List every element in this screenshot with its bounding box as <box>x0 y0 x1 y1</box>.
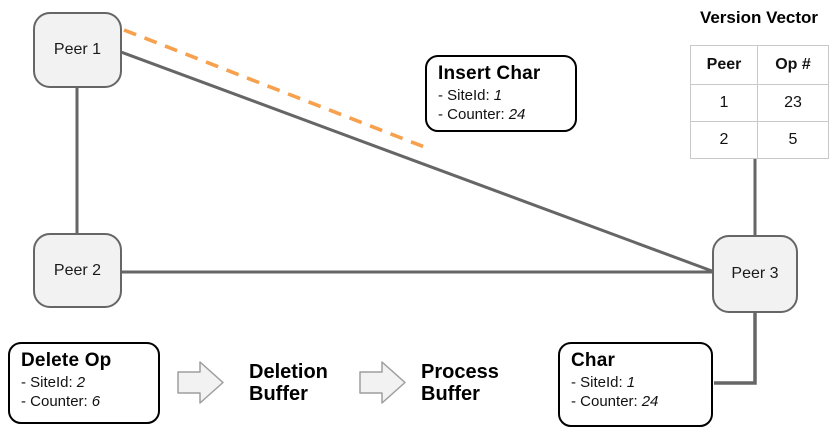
version-vector-table: Peer Op # 1 23 2 5 <box>690 45 829 159</box>
char-title: Char <box>571 350 616 371</box>
peer-1-node: Peer 1 <box>33 12 122 88</box>
table-header-row: Peer Op # <box>690 45 829 85</box>
field-name: - SiteId: <box>21 374 73 391</box>
peer-2-node: Peer 2 <box>33 233 122 308</box>
char-counter-field: - Counter:24 <box>571 392 701 411</box>
cell-peer: 1 <box>690 84 758 122</box>
arrow-right-icon <box>177 361 224 404</box>
cell-op: 23 <box>757 84 829 122</box>
column-header-op: Op # <box>757 45 829 85</box>
field-value: 1 <box>626 374 636 391</box>
char-card: Char - SiteId:1 - Counter:24 <box>558 342 713 427</box>
delete-op-siteid-field: - SiteId:2 <box>21 373 148 392</box>
delete-op-card: Delete Op - SiteId:2 - Counter:6 <box>8 342 160 424</box>
delete-op-counter-field: - Counter:6 <box>21 392 148 411</box>
column-header-peer: Peer <box>690 45 758 85</box>
field-name: - Counter: <box>438 106 505 123</box>
process-buffer-label: Process Buffer <box>421 361 499 405</box>
peer-3-label: Peer 3 <box>731 265 779 282</box>
version-vector-title: Version Vector <box>699 8 819 27</box>
table-row: 2 5 <box>690 121 829 159</box>
field-name: - Counter: <box>21 393 88 410</box>
insert-char-siteid-field: - SiteId:1 <box>438 86 565 105</box>
field-value: 1 <box>493 87 503 104</box>
peer-1-label: Peer 1 <box>53 41 102 58</box>
insert-char-title: Insert Char <box>438 63 541 84</box>
cell-peer: 2 <box>690 121 758 159</box>
char-siteid-field: - SiteId:1 <box>571 373 701 392</box>
insert-char-counter-field: - Counter:24 <box>438 105 565 124</box>
field-value: 2 <box>76 374 86 391</box>
insert-char-card: Insert Char - SiteId:1 - Counter:24 <box>425 55 577 132</box>
field-name: - SiteId: <box>571 374 623 391</box>
insert-char-dashed-annotation-line <box>123 28 428 150</box>
field-name: - Counter: <box>571 393 638 410</box>
field-value: 24 <box>508 106 526 123</box>
arrow-right-icon <box>359 361 406 404</box>
field-value: 6 <box>91 393 101 410</box>
cell-op: 5 <box>757 121 829 159</box>
field-name: - SiteId: <box>438 87 490 104</box>
peer-3-node: Peer 3 <box>712 235 798 313</box>
table-row: 1 23 <box>690 84 829 122</box>
edge-peer1-peer3 <box>120 50 713 273</box>
field-value: 24 <box>641 393 659 410</box>
edge-peer3-char <box>714 313 757 385</box>
deletion-buffer-label: Deletion Buffer <box>249 361 328 405</box>
delete-op-title: Delete Op <box>21 350 112 371</box>
peer-2-label: Peer 2 <box>53 261 102 279</box>
